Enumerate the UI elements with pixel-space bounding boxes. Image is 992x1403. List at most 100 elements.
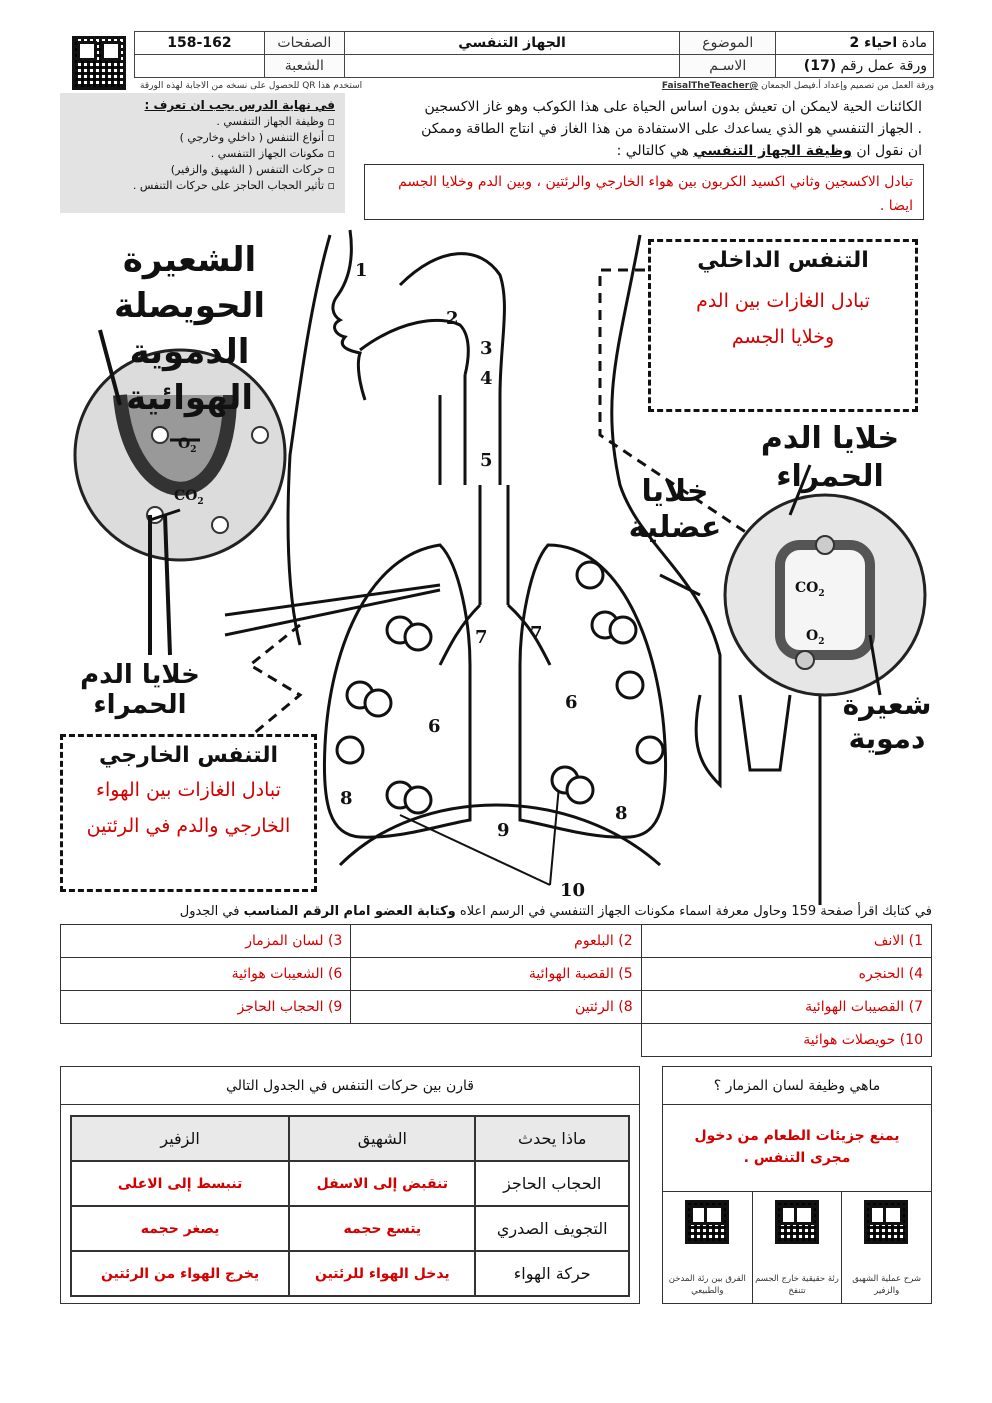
column-header: الزفير bbox=[69, 1115, 291, 1162]
breathing-comparison: قارن بين حركات التنفس في الجدول التالي م… bbox=[60, 1066, 640, 1304]
dashed-connector bbox=[598, 268, 781, 557]
credit-line: ورقة العمل من تصميم وإعداد أ.فيصل الجمعا… bbox=[662, 81, 934, 91]
comparison-title: قارن بين حركات التنفس في الجدول التالي bbox=[61, 1067, 639, 1105]
diaphragm bbox=[338, 803, 661, 867]
alveoli-cluster bbox=[363, 688, 393, 718]
parts-instruction: في كتابك اقرأ صفحة 159 وحاول معرفة اسماء… bbox=[60, 904, 932, 919]
part-answer-cell[interactable]: 5) القصبة الهوائية bbox=[350, 957, 642, 991]
part-answer-cell[interactable]: 1) الانف bbox=[640, 924, 933, 958]
label-text: دموية bbox=[848, 722, 926, 755]
part-number: 1 bbox=[355, 260, 368, 281]
label-muscle-cells: خلايا عضلية bbox=[620, 474, 730, 546]
part-answer-cell[interactable]: 8) الرئتين bbox=[350, 990, 642, 1024]
red-blood-cell bbox=[211, 516, 229, 534]
name-field[interactable] bbox=[343, 54, 681, 78]
intro-paragraph: الكائنات الحية لايمكن ان تعيش بدون اساس … bbox=[357, 96, 922, 162]
inhale-answer[interactable]: يدخل الهواء للرئتين bbox=[288, 1250, 477, 1297]
table-row: 1) الانف 2) البلعوم 3) لسان المزمار bbox=[59, 924, 933, 958]
part-answer-cell[interactable]: 6) الشعيبات هوائية bbox=[59, 957, 352, 991]
instruction-text: في كتابك اقرأ صفحة 159 وحاول معرفة اسماء… bbox=[455, 904, 932, 919]
label-text: الحمراء bbox=[776, 459, 884, 494]
alveolus-wall bbox=[113, 394, 237, 496]
instruction-text: في الجدول bbox=[179, 904, 244, 919]
internal-respiration-box: التنفس الداخلي تبادل الغازات بين الدم وخ… bbox=[648, 239, 918, 412]
qr-code[interactable] bbox=[864, 1200, 909, 1244]
chem-symbol: O bbox=[178, 436, 191, 452]
inhale-answer[interactable]: يتسع حجمه bbox=[288, 1205, 477, 1252]
objective-item: أنواع التنفس ( داخلي وخارجي ) bbox=[70, 130, 335, 146]
part-answer-cell[interactable]: 10) حويصلات هوائية bbox=[640, 1023, 933, 1057]
external-respiration-title: التنفس الخارجي bbox=[98, 743, 279, 768]
qr-code[interactable] bbox=[774, 1200, 819, 1244]
instruction-keyword: وكتابة العضو امام الرقم المناسب bbox=[243, 904, 456, 919]
label-capillary-alveoli: الشعيرة الحويصلة الدموية الهوائية bbox=[62, 237, 317, 421]
part-number: 2 bbox=[446, 308, 459, 329]
body-outline bbox=[610, 234, 722, 789]
author-handle[interactable]: @FaisalTheTeacher bbox=[661, 81, 759, 91]
pointer-line bbox=[399, 814, 551, 886]
part-number: 3 bbox=[480, 338, 493, 359]
arrow bbox=[659, 573, 701, 597]
table-row: حركة الهواء يدخل الهواء للرئتين يخرج اله… bbox=[69, 1250, 630, 1297]
pages-value: 158-162 bbox=[134, 31, 265, 55]
objective-item: حركات التنفس ( الشهيق والزفير) bbox=[70, 162, 335, 178]
qr-link[interactable]: شرح عملية الشهيق والزفير bbox=[841, 1192, 931, 1303]
exhale-answer[interactable]: يخرج الهواء من الرئتين bbox=[69, 1250, 291, 1297]
qr-link[interactable]: الفرق بين رئة المدخن والطبيعي bbox=[663, 1192, 752, 1303]
row-label: حركة الهواء bbox=[474, 1250, 630, 1297]
part-number: 6 bbox=[428, 716, 441, 737]
arrow bbox=[788, 464, 812, 516]
row-label: التجويف الصدري bbox=[474, 1205, 630, 1252]
row-label: الحجاب الحاجز bbox=[474, 1160, 630, 1207]
worksheet-number: (17) bbox=[803, 58, 837, 74]
part-number: 9 bbox=[497, 820, 510, 841]
lesson-objectives: في نهاية الدرس يجب ان تعرف : وظيفة الجها… bbox=[60, 93, 345, 213]
exhale-answer[interactable]: تنبسط إلى الاعلى bbox=[69, 1160, 291, 1207]
empty-cell bbox=[61, 1024, 642, 1057]
table-row: الحجاب الحاجز تنقبض إلى الاسفل تنبسط إلى… bbox=[69, 1160, 630, 1207]
nasal-cavity bbox=[359, 318, 470, 376]
alveoli-cluster bbox=[615, 670, 645, 700]
qr-code[interactable] bbox=[684, 1200, 729, 1244]
answer-qr-code[interactable] bbox=[72, 36, 126, 90]
chem-subscript: 2 bbox=[818, 588, 825, 599]
topic-value: الجهاز التنفسي bbox=[343, 31, 681, 55]
chem-subscript: 2 bbox=[190, 444, 197, 455]
function-answer-box[interactable]: تبادل الاكسجين وثاني اكسيد الكربون بين ه… bbox=[364, 164, 924, 220]
part-answer-cell[interactable]: 9) الحجاب الحاجز bbox=[59, 990, 352, 1024]
part-number: 5 bbox=[480, 450, 493, 471]
objective-item: تأثير الحجاب الحاجز على حركات التنفس . bbox=[70, 178, 335, 194]
label-capillary: شعيرة دموية bbox=[842, 688, 932, 756]
section-field[interactable] bbox=[134, 54, 265, 78]
o2-label-left: O2 bbox=[178, 436, 196, 455]
exhale-answer[interactable]: يصغر حجمه bbox=[69, 1205, 291, 1252]
internal-respiration-answer[interactable]: تبادل الغازات بين الدم وخلايا الجسم bbox=[696, 290, 870, 348]
part-answer-cell[interactable]: 7) القصيبات الهوائية bbox=[640, 990, 933, 1024]
arm-outline bbox=[738, 694, 792, 772]
external-respiration-answer[interactable]: تبادل الغازات بين الهواء الخارجي والدم ف… bbox=[86, 779, 291, 837]
alveoli-cluster bbox=[403, 622, 433, 652]
left-lung bbox=[322, 543, 472, 839]
co2-label-right: CO2 bbox=[795, 580, 825, 599]
inhale-answer[interactable]: تنقبض إلى الاسفل bbox=[288, 1160, 477, 1207]
qr-caption: رئة حقيقية خارج الجسم تتنفخ bbox=[755, 1274, 839, 1296]
part-answer-cell[interactable]: 2) البلعوم bbox=[350, 924, 642, 958]
header-table: مادة احياء 2 الموضوع الجهاز التنفسي الصف… bbox=[134, 31, 934, 78]
column-header: ماذا يحدث bbox=[474, 1115, 630, 1162]
alveoli-cluster bbox=[335, 735, 365, 765]
epiglottis-answer[interactable]: يمنع جزيئات الطعام من دخول مجرى التنفس . bbox=[694, 1128, 900, 1166]
part-number: 10 bbox=[560, 880, 586, 901]
qr-link[interactable]: رئة حقيقية خارج الجسم تتنفخ bbox=[751, 1192, 842, 1303]
part-answer-cell[interactable]: 4) الحنجره bbox=[640, 957, 933, 991]
part-answer-cell[interactable]: 3) لسان المزمار bbox=[59, 924, 352, 958]
column-header: الشهيق bbox=[288, 1115, 477, 1162]
co2-label-left: CO2 bbox=[174, 488, 204, 507]
qr-caption: شرح عملية الشهيق والزفير bbox=[852, 1274, 922, 1296]
table-header-row: ماذا يحدث الشهيق الزفير bbox=[69, 1115, 630, 1162]
epiglottis-question-box: ماهي وظيفة لسان المزمار ؟ يمنع جزيئات ال… bbox=[662, 1066, 932, 1304]
alveoli-cluster bbox=[565, 775, 595, 805]
intro-text: هي كالتالي : bbox=[616, 143, 694, 159]
alveoli-cluster bbox=[608, 615, 638, 645]
pages-label: الصفحات bbox=[263, 31, 345, 55]
intro-line: . الجهاز التنفسي هو الذي يساعدك على الاس… bbox=[421, 121, 922, 137]
